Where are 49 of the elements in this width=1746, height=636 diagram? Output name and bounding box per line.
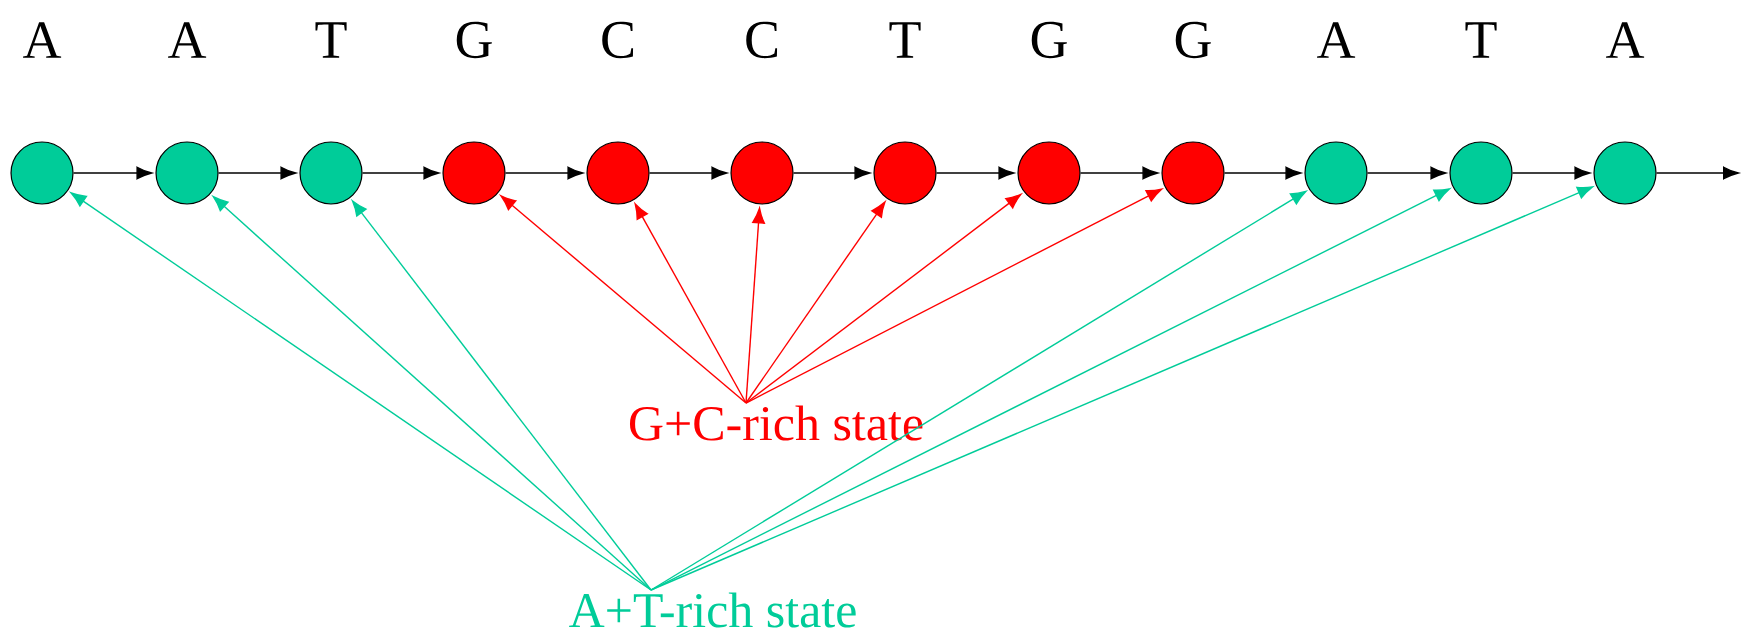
arrow [1366,166,1447,180]
arrow [72,166,153,180]
arrow [1079,166,1159,180]
arrow [745,188,1163,404]
nucleotide-letter: A [1606,22,1645,58]
nucleotide-letter: T [1465,22,1497,58]
arrow [745,201,886,404]
state-circle [586,141,650,205]
state-circle [155,141,219,205]
state-label: A+T-rich state [569,592,856,628]
arrow [634,203,747,404]
arrow [361,166,440,180]
arrow [650,188,1451,591]
state-circle [1304,141,1368,205]
state-circle [873,141,937,205]
nucleotide-letter: T [889,22,921,58]
nucleotide-letter: G [1175,21,1211,59]
arrow [648,166,728,180]
state-circle [10,141,74,205]
state-label: G+C-rich state [629,405,923,441]
arrow [351,200,652,591]
state-circle [442,141,506,205]
nucleotide-letter: T [315,22,347,58]
arrow [217,166,297,180]
arrow [500,195,747,404]
arrow [650,186,1594,591]
arrow [1223,166,1302,180]
arrow [70,192,652,591]
nucleotide-letter: C [746,21,778,59]
nucleotide-letter: G [1031,21,1067,59]
state-circle [1449,141,1513,205]
state-circle [1593,141,1657,205]
arrow [1655,166,1739,180]
nucleotide-letter: G [456,21,492,59]
arrow [935,166,1015,180]
arrow [504,166,584,180]
state-circle [299,141,363,205]
nucleotide-letter: A [23,22,62,58]
nucleotide-letter: A [1317,22,1356,58]
nucleotide-letter: C [602,21,634,59]
nucleotide-letter: A [168,22,207,58]
arrow [792,166,871,180]
state-circle [1017,141,1081,205]
arrow [212,195,652,591]
arrow [1511,166,1591,180]
state-circle [1161,141,1225,205]
state-circle [730,141,794,205]
arrow [745,207,765,404]
arrow [745,193,1022,404]
